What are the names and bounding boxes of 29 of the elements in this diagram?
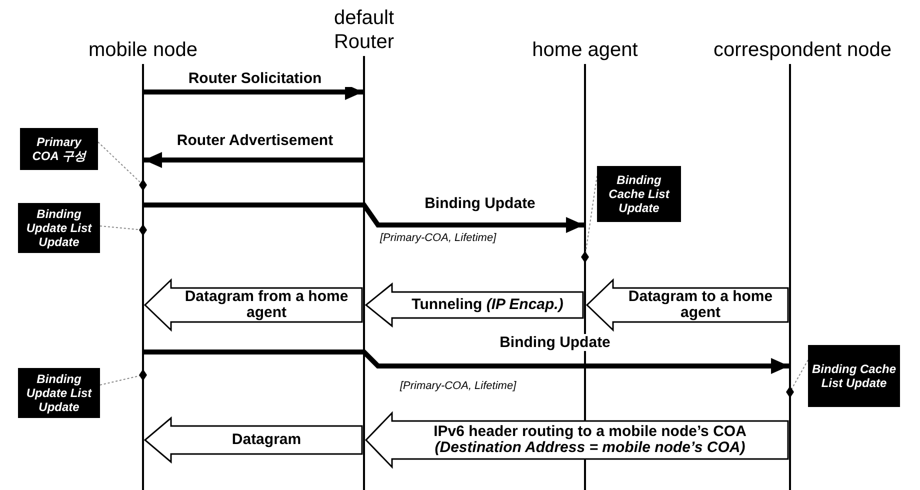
lifeline-label: mobile node bbox=[88, 38, 198, 62]
leader-line bbox=[100, 369, 147, 386]
block-arrow bbox=[364, 411, 789, 469]
lifeline-label: correspondent node bbox=[712, 38, 892, 62]
edge-label: Datagram to a home agent bbox=[627, 289, 774, 321]
note-box: Binding Cache List Update bbox=[808, 345, 900, 407]
edge-label: Datagram bbox=[230, 430, 302, 450]
note-box: Binding Update List Update bbox=[18, 203, 100, 253]
note-box: Primary COA 구성 bbox=[20, 128, 98, 170]
block-arrow bbox=[144, 278, 363, 332]
edge-label: IPv6 header routing to a mobile node’s COA (Destination Address = mobile node’s COA) bbox=[432, 422, 748, 458]
note-box: Binding Cache List Update bbox=[597, 166, 681, 222]
parameter-label: [Primary-COA, Lifetime] bbox=[400, 380, 516, 392]
block-arrow bbox=[144, 416, 363, 464]
lifeline-label: home agent bbox=[531, 38, 639, 62]
edge-label: Tunneling (IP Encap.) bbox=[410, 295, 564, 315]
edge-label: Datagram from a home agent bbox=[184, 289, 350, 321]
block-arrow bbox=[364, 282, 584, 328]
thick-arrow bbox=[144, 202, 584, 233]
thick-arrow bbox=[144, 350, 789, 374]
leader-line bbox=[100, 224, 147, 236]
leader-line bbox=[581, 176, 598, 263]
leader-line bbox=[786, 360, 808, 398]
leader-line bbox=[98, 142, 147, 191]
block-arrow bbox=[586, 278, 789, 332]
note-box: Binding Update List Update bbox=[18, 368, 100, 418]
thick-arrow bbox=[144, 152, 363, 168]
parameter-label: [Primary-COA, Lifetime] bbox=[380, 232, 496, 244]
lifeline-label: default Router bbox=[332, 6, 396, 54]
